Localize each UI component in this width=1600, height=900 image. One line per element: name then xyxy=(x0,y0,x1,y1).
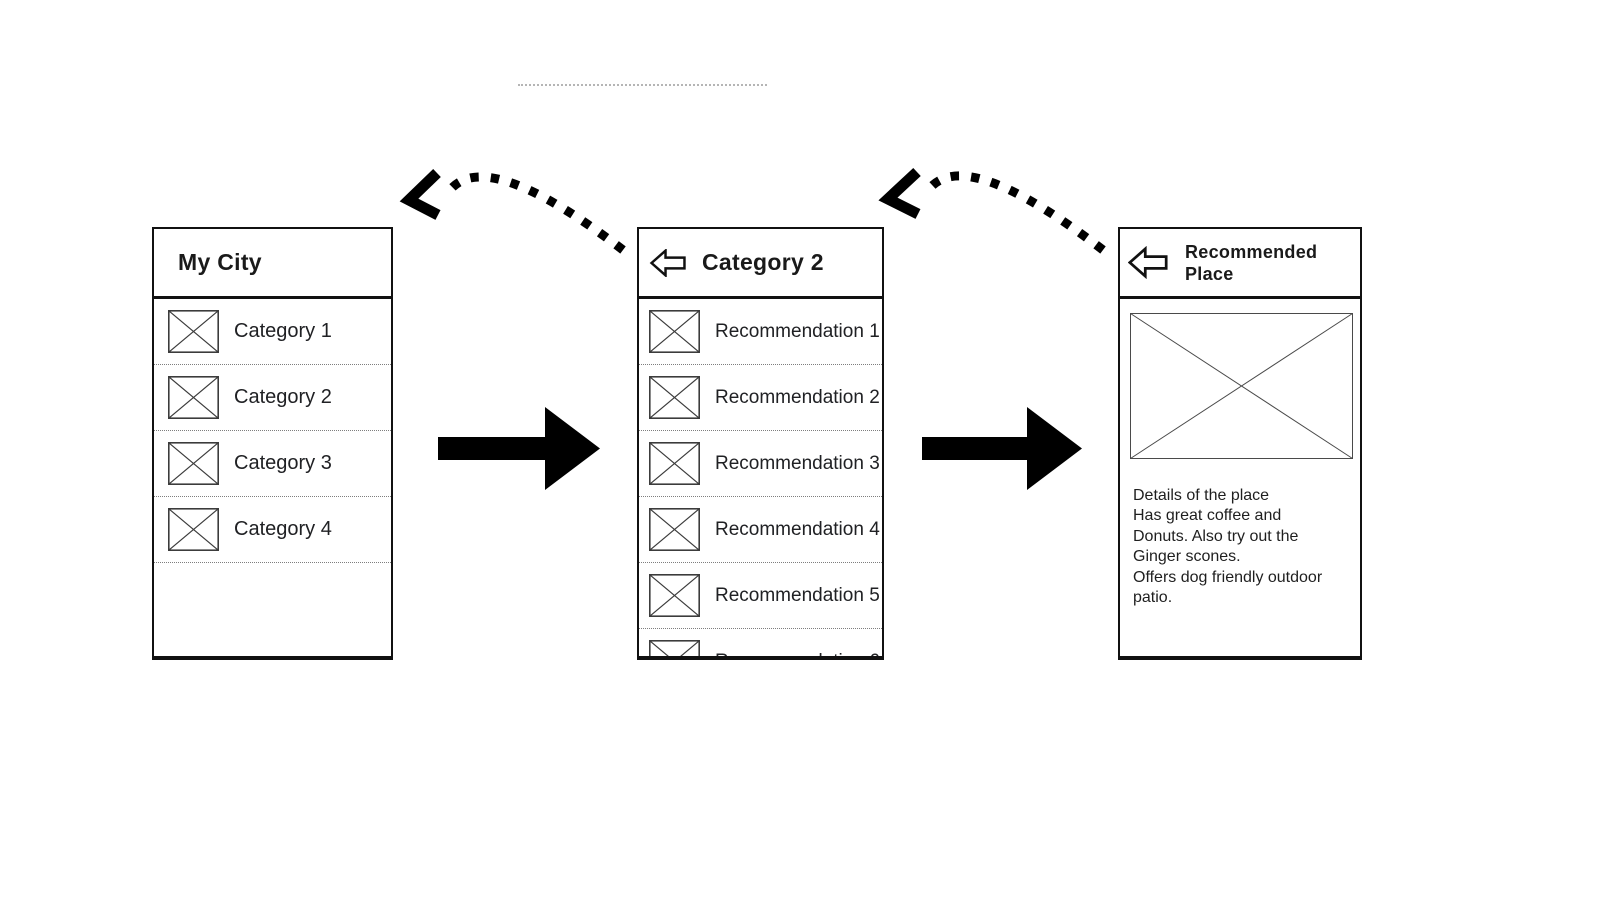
details-line: Has great coffee and xyxy=(1133,507,1282,525)
list-item-recommendation-3[interactable]: Recommendation 3 xyxy=(639,431,882,497)
list-item-label: Recommendation 1 xyxy=(715,320,880,342)
details-line: Details of the place xyxy=(1133,487,1270,504)
image-placeholder-icon xyxy=(649,376,700,419)
image-placeholder-icon xyxy=(649,574,700,617)
screen-title: My City xyxy=(178,249,262,275)
back-arc-arrowhead-icon xyxy=(878,167,921,219)
screen-recommended-place: Recommended Place Details of the place H… xyxy=(1118,227,1362,660)
screen-title: Recommended Place xyxy=(1185,241,1318,284)
image-placeholder-icon xyxy=(649,442,700,485)
screen-header: My City xyxy=(154,229,391,299)
screen-header: Category 2 xyxy=(639,229,882,299)
list-item-label: Category 3 xyxy=(234,452,332,474)
image-placeholder-icon xyxy=(1130,313,1353,459)
image-placeholder-icon xyxy=(649,508,700,551)
image-placeholder-icon xyxy=(168,508,219,551)
image-placeholder-icon xyxy=(168,310,219,353)
back-arc-arrowhead-icon xyxy=(399,169,441,220)
list-item-label: Category 1 xyxy=(234,320,332,342)
screen-my-city: My City Category 1 Category 2 Category 3… xyxy=(152,227,393,660)
details-line: Ginger scones. xyxy=(1133,548,1241,566)
forward-flow-arrow-2 xyxy=(922,407,1082,490)
details-line: Offers dog friendly outdoor xyxy=(1133,568,1323,586)
list-item-label: Category 4 xyxy=(234,518,332,540)
list-item-category-1[interactable]: Category 1 xyxy=(154,299,391,365)
place-details-text: Details of the place Has great coffee an… xyxy=(1133,486,1348,608)
image-placeholder-icon xyxy=(649,640,700,656)
list-item-recommendation-6[interactable]: Recommendation 6 xyxy=(639,629,882,657)
back-arrow-icon[interactable] xyxy=(1128,246,1168,279)
list-item-category-4[interactable]: Category 4 xyxy=(154,497,391,563)
dotted-back-arc-1 xyxy=(399,169,626,254)
list-item-label: Recommendation 2 xyxy=(715,386,880,408)
list-item-recommendation-4[interactable]: Recommendation 4 xyxy=(639,497,882,563)
list-item-recommendation-5[interactable]: Recommendation 5 xyxy=(639,563,882,629)
details-line: patio. xyxy=(1133,589,1173,607)
list-item-label: Recommendation 4 xyxy=(715,518,880,540)
page-divider-dotted-line xyxy=(518,84,767,86)
list-item-recommendation-2[interactable]: Recommendation 2 xyxy=(639,365,882,431)
screen-header: Recommended Place xyxy=(1120,229,1360,299)
image-placeholder-icon xyxy=(168,376,219,419)
list-item-recommendation-1[interactable]: Recommendation 1 xyxy=(639,299,882,365)
image-placeholder-icon xyxy=(168,442,219,485)
screen-category-2: Category 2 Recommendation 1 Recommendati… xyxy=(637,227,884,660)
list-item-label: Category 2 xyxy=(234,386,332,408)
list-item-category-2[interactable]: Category 2 xyxy=(154,365,391,431)
dotted-back-arc-2 xyxy=(878,167,1106,254)
details-line: Donuts. Also try out the xyxy=(1133,527,1299,545)
screen-title: Category 2 xyxy=(702,249,824,275)
list-item-category-3[interactable]: Category 3 xyxy=(154,431,391,497)
forward-flow-arrow-1 xyxy=(438,407,600,490)
list-item-label: Recommendation 3 xyxy=(715,452,880,474)
back-arrow-icon[interactable] xyxy=(649,248,687,277)
list-item-label: Recommendation 5 xyxy=(715,584,880,606)
image-placeholder-icon xyxy=(649,310,700,353)
list-item-label: Recommendation 6 xyxy=(715,651,880,657)
